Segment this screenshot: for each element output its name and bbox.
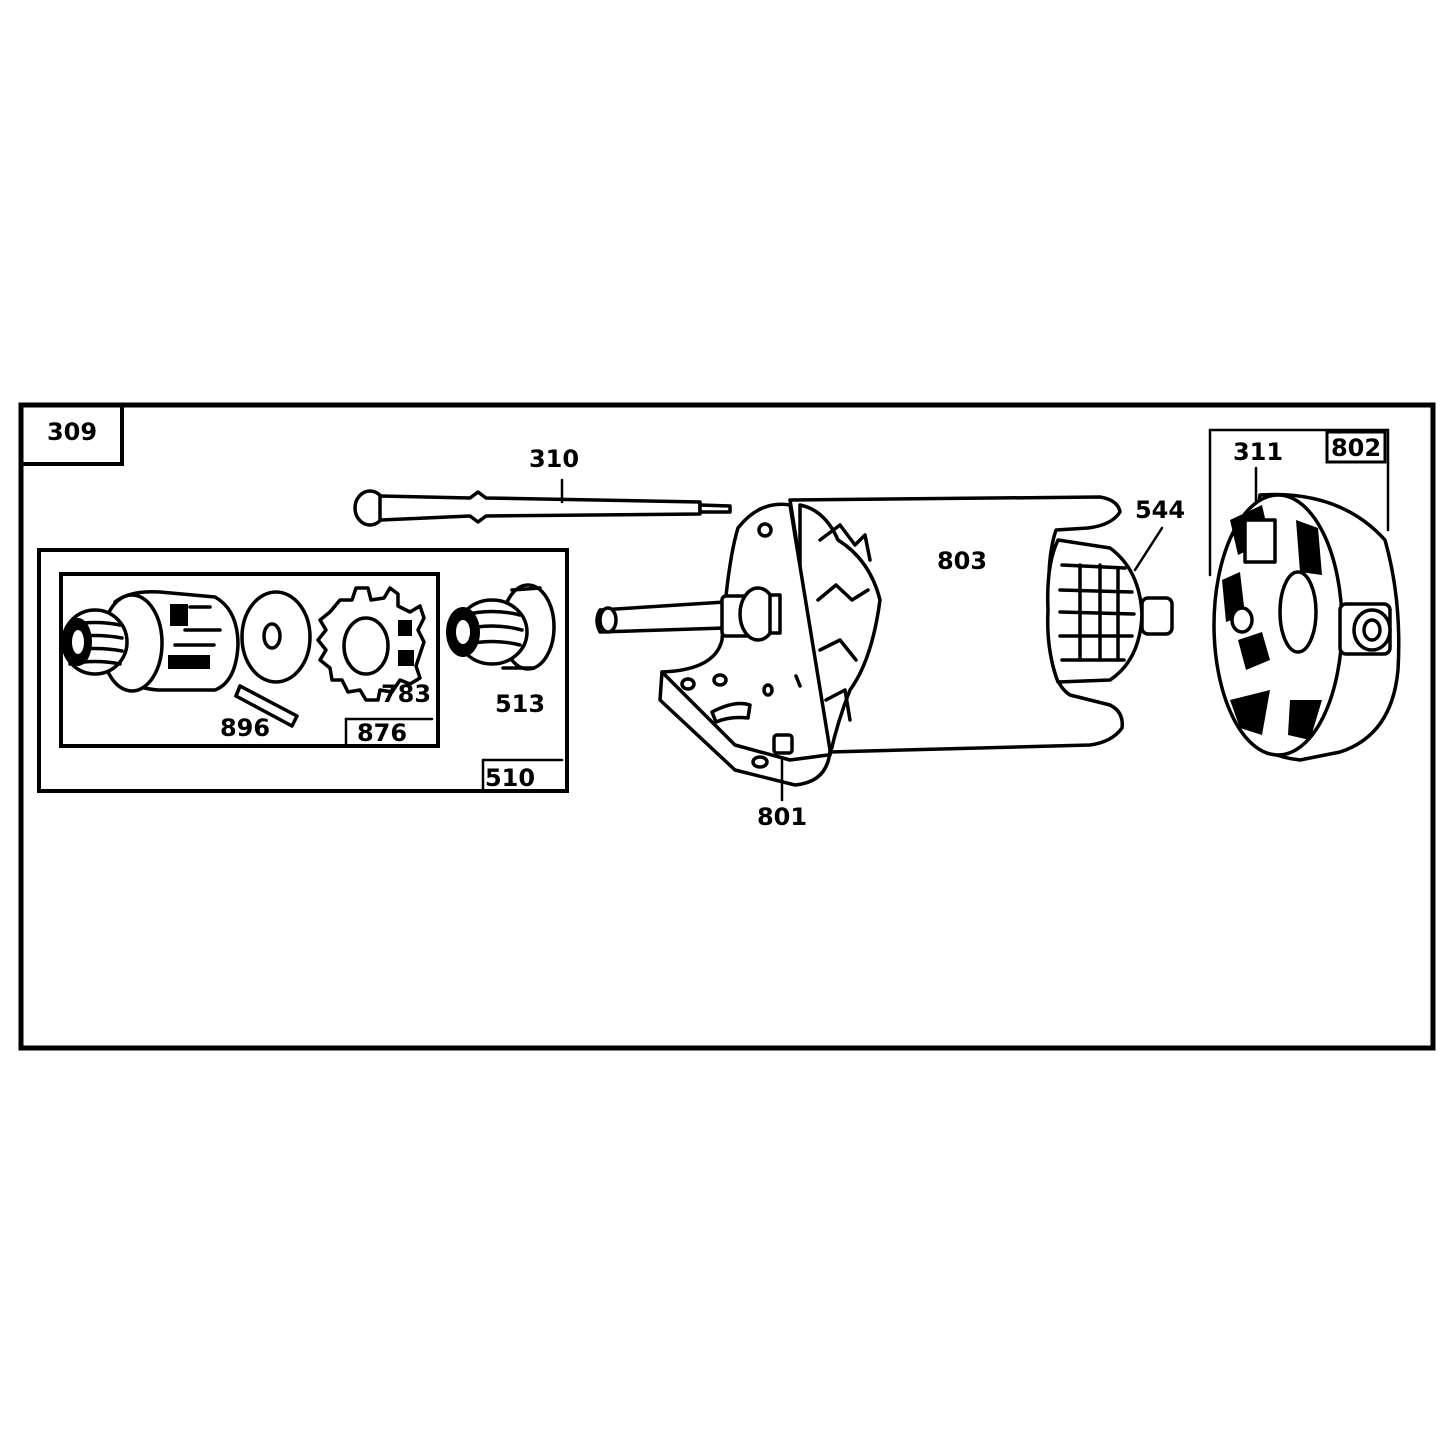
label-544: 544	[1135, 496, 1185, 524]
through-bolt-part	[353, 478, 732, 527]
washer-part	[240, 590, 312, 684]
pin-part	[234, 684, 299, 728]
label-802-box	[1325, 430, 1387, 464]
clutch-drive-part	[61, 589, 240, 693]
pinion-gear-part	[316, 586, 426, 702]
brush-544-part	[1045, 526, 1174, 684]
label-803: 803	[937, 547, 987, 575]
label-510: 510	[485, 764, 535, 792]
drive-513-part	[446, 583, 556, 671]
label-801: 801	[757, 803, 807, 831]
label-311: 311	[1233, 438, 1283, 466]
drive-end-cap-part	[595, 502, 832, 802]
commutator-end-cap-part	[1212, 492, 1401, 762]
label-876: 876	[357, 719, 407, 747]
label-896: 896	[220, 714, 270, 742]
drive-assembly-inner-box	[59, 572, 440, 748]
label-802: 802	[1331, 434, 1381, 462]
drive-assembly-outer-box	[37, 548, 569, 793]
label-310: 310	[529, 445, 579, 473]
label-513: 513	[495, 690, 545, 718]
label-309: 309	[47, 418, 97, 446]
label-783: 783	[381, 680, 431, 708]
group-309-box	[19, 403, 124, 466]
